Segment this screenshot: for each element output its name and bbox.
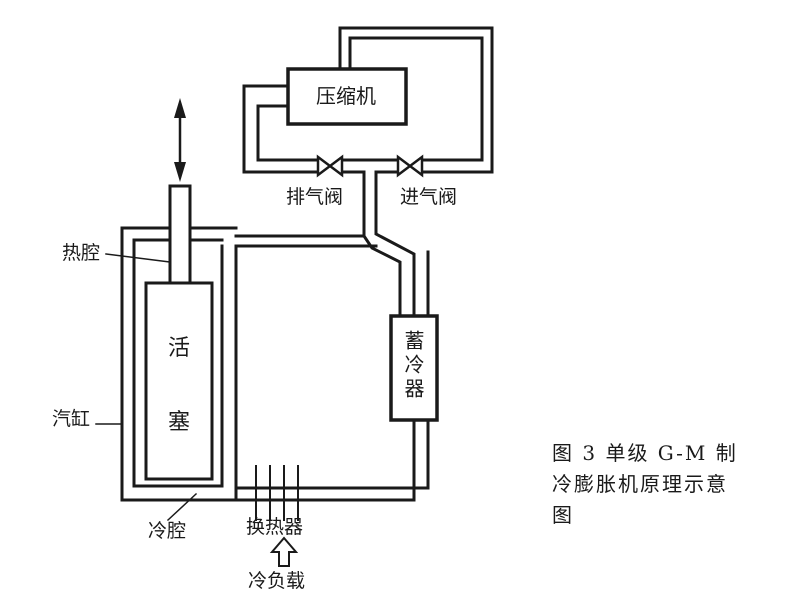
intake-valve-label: 进气阀 <box>400 186 458 208</box>
exhaust-valve-label: 排气阀 <box>286 186 344 208</box>
compressor-exhaust-pipe-outer <box>242 84 320 174</box>
cold-return-pipe-inner <box>234 418 416 502</box>
heat-exchanger-label: 换热器 <box>246 516 304 538</box>
caption-line-2: 冷膨胀机原理示意 <box>552 472 728 496</box>
compressor-exhaust-pipe-inner <box>256 104 320 162</box>
regenerator-feed-pipe-outer <box>361 233 402 318</box>
hot-chamber-leader <box>105 253 171 263</box>
cold-chamber-leader <box>166 492 198 522</box>
heat-exchanger-fins <box>255 465 299 521</box>
piston-rod <box>168 184 192 285</box>
double-arrow-icon <box>174 98 186 182</box>
exhaust-valve-icon <box>316 154 344 178</box>
hot-chamber-label: 热腔 <box>62 242 101 264</box>
compressor-label: 压缩机 <box>316 84 376 108</box>
compressor-return-pipe-outer <box>338 26 494 174</box>
regenerator-label: 蓄冷器 <box>401 330 425 402</box>
cylinder-wall-inner <box>132 238 224 488</box>
caption-line-3: 图 <box>552 503 574 527</box>
piston-body <box>144 281 214 481</box>
cylinder-label: 汽缸 <box>52 408 91 430</box>
cylinder-wall-outer <box>120 226 238 502</box>
cold-chamber-label: 冷腔 <box>148 520 187 542</box>
piston-label-bottom: 塞 <box>168 410 191 435</box>
figure-caption: 图 3 单级 G-M 制 冷膨胀机原理示意 图 <box>552 438 762 531</box>
compressor-box <box>286 67 408 126</box>
compressor-return-pipe-inner <box>348 36 484 162</box>
caption-line-1: 图 3 单级 G-M 制 <box>552 441 738 465</box>
valve-drop-pipe-inner <box>234 244 378 488</box>
valve-drop-pipe-right <box>374 170 416 318</box>
intake-valve-icon <box>396 154 424 178</box>
cold-load-label: 冷负载 <box>248 570 306 592</box>
piston-label-top: 活 <box>168 336 191 361</box>
cold-return-pipe-outer <box>234 418 430 502</box>
hollow-up-arrow-icon <box>269 536 299 567</box>
